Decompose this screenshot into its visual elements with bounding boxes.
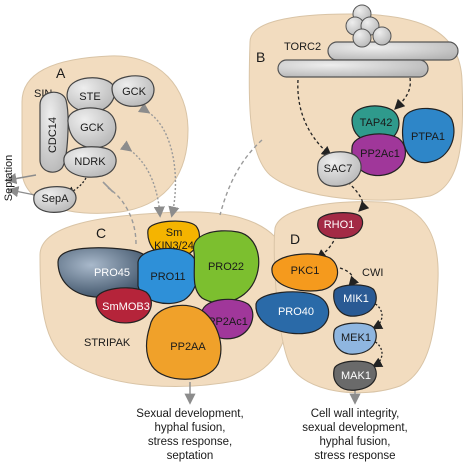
protein-pp2ac1-b: PP2Ac1 — [351, 133, 406, 177]
protein-label: stress response, — [148, 436, 232, 448]
protein-ste: STE — [66, 77, 116, 113]
torc2-complex — [277, 4, 459, 78]
protein-label: SmMOB3 — [102, 301, 150, 313]
protein-label: PP2Ac1 — [360, 148, 400, 160]
protein-label: hyphal fusion, — [320, 436, 391, 448]
protein-tap42: TAP42 — [351, 105, 400, 144]
protein-ndrk: NDRK — [63, 146, 117, 178]
protein-pkc1: PKC1 — [271, 253, 339, 292]
protein-label: Sexual development, — [136, 408, 243, 420]
protein-mek1: MEK1 — [333, 322, 377, 355]
protein-pro22: PRO22 — [193, 230, 260, 304]
protein-label: PRO45 — [94, 267, 130, 279]
protein-label: RHO1 — [324, 219, 355, 231]
module-b-letter: B — [256, 49, 265, 65]
protein-cdc14: CDC14 — [39, 91, 69, 173]
protein-label: GCK — [122, 86, 147, 98]
protein-label: MIK1 — [343, 293, 369, 305]
protein-label: Sm — [166, 227, 183, 239]
protein-label: Cell wall integrity, — [311, 408, 400, 420]
protein-label: PKC1 — [291, 265, 320, 277]
protein-label: stress response — [314, 450, 395, 462]
protein-label: sexual development, — [302, 422, 407, 434]
protein-label: MAK1 — [341, 370, 371, 382]
protein-pro11: PRO11 — [137, 247, 199, 305]
protein-label: PRO40 — [278, 306, 314, 318]
protein-mik1: MIK1 — [333, 284, 377, 317]
protein-label: TAP42 — [360, 117, 393, 129]
protein-sepa: SepA — [33, 186, 77, 213]
protein-pro45: PRO45 — [57, 247, 154, 298]
protein-sac7: SAC7 — [317, 151, 362, 187]
protein-pp2aa: PP2AA — [145, 304, 222, 380]
protein-label: septation — [167, 450, 214, 462]
protein-label: PP2AA — [170, 341, 206, 353]
protein-rho1: RHO1 — [317, 212, 364, 239]
protein-label: CDC14 — [47, 117, 59, 153]
protein-label: GCK — [80, 122, 105, 134]
protein-label: PP2Ac1 — [208, 316, 248, 328]
protein-mak1: MAK1 — [333, 360, 377, 391]
module-d-letter: D — [290, 231, 300, 247]
module-c-title: STRIPAK — [84, 337, 131, 349]
module-c-letter: C — [96, 225, 106, 241]
cwi-output-text: Cell wall integrity, sexual development,… — [302, 408, 407, 462]
stripak-output-text: Sexual development, hyphal fusion, stres… — [136, 408, 243, 462]
protein-label: STE — [79, 91, 100, 103]
protein-label: SAC7 — [324, 163, 353, 175]
protein-gck-mid: GCK — [67, 107, 117, 149]
protein-label: PTPA1 — [411, 131, 445, 143]
protein-label: PRO22 — [208, 261, 244, 273]
protein-label: PRO11 — [150, 271, 185, 283]
protein-label: NDRK — [74, 156, 106, 168]
septation-label: Septation — [3, 155, 15, 201]
protein-pro40: PRO40 — [255, 291, 330, 335]
protein-label: MEK1 — [341, 332, 371, 344]
protein-gck-top: GCK — [111, 75, 155, 107]
protein-ptpa1: PTPA1 — [402, 107, 455, 164]
protein-label: SepA — [42, 193, 70, 205]
module-d-title: CWI — [362, 267, 383, 279]
protein-label: hyphal fusion, — [155, 422, 226, 434]
module-b-title: TORC2 — [284, 41, 321, 53]
module-a-letter: A — [56, 65, 66, 81]
protein-smmob3: SmMOB3 — [95, 287, 152, 324]
